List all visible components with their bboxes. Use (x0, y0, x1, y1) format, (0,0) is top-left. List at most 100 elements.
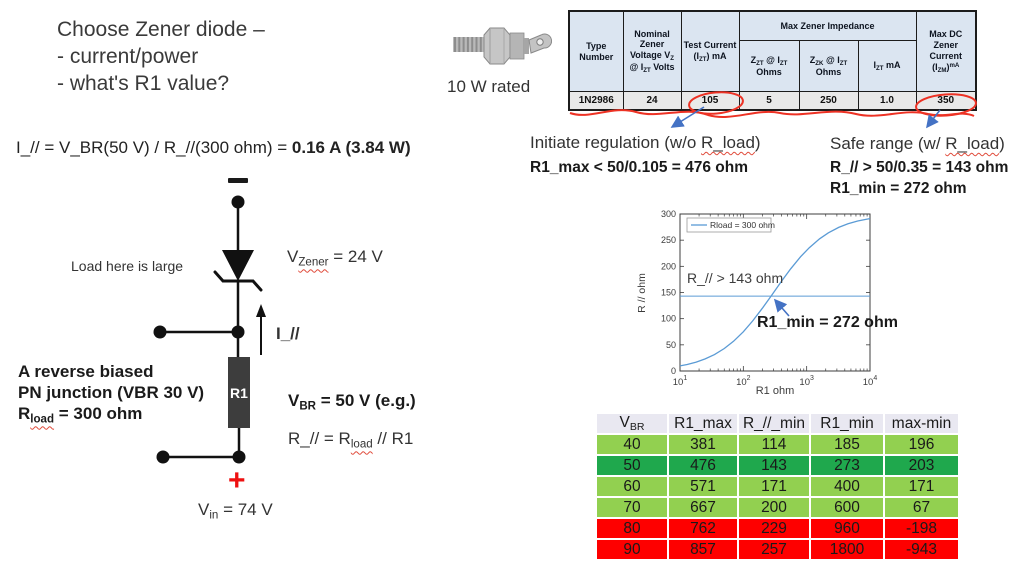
load-note: Load here is large (71, 258, 184, 274)
page-title: Choose Zener diode – (57, 18, 265, 41)
ds-cell-izt: 1.0 (857, 91, 917, 111)
chart-annotation-r1min: R1_min = 272 ohm (757, 314, 898, 331)
results-cell: 229 (739, 519, 809, 539)
results-header-cell: VBR (597, 414, 667, 434)
title-bullet-2: - what's R1 value? (57, 72, 230, 95)
ds-group-impedance: Max Zener Impedance (738, 10, 917, 41)
results-header-cell: R_//_min (739, 414, 809, 434)
circuit-schematic (153, 178, 266, 464)
results-cell: 80 (597, 519, 667, 539)
results-cell: 1800 (811, 540, 883, 560)
results-cell: 200 (739, 498, 809, 518)
diode-neck (524, 38, 529, 54)
current-arrow-head (256, 304, 266, 317)
diode-tab-hole (536, 38, 544, 46)
diode-hex-nut (483, 27, 511, 65)
ds-cell-zzk: 250 (798, 91, 859, 111)
results-cell: 60 (597, 477, 667, 497)
results-cell: 114 (739, 435, 809, 455)
ds-col-zzk: ZZK @ IZT Ohms (798, 40, 859, 92)
results-cell: 400 (811, 477, 883, 497)
ds-col-zzt: ZZT @ IZT Ohms (738, 40, 800, 92)
x-axis-label: R1 ohm (756, 385, 795, 397)
ds-col-izt: IZT mA (857, 40, 917, 92)
results-cell: 40 (597, 435, 667, 455)
legend-label: Rload = 300 ohm (710, 220, 775, 230)
annotation-r1max: R1_max < 50/0.105 = 476 ohm (530, 159, 749, 176)
zener-diode-photo (453, 27, 552, 65)
results-cell: 196 (885, 435, 958, 455)
minus-terminal (228, 178, 248, 183)
ds-cell-voltage: 24 (622, 91, 682, 111)
ds-col-izm: Max DC Zener Current (IZM)mA (915, 10, 977, 92)
x-tick-label: 103 (799, 375, 814, 388)
resistor-r1 (228, 357, 250, 428)
ds-col-voltage: Nominal Zener Voltage VZ @ IZT Volts (622, 10, 682, 92)
results-cell: 273 (811, 456, 883, 476)
results-cell: 143 (739, 456, 809, 476)
blue-arrow-safe (926, 109, 941, 129)
results-cell: -943 (885, 540, 958, 560)
y-tick-label: 150 (661, 288, 676, 298)
results-cell: 476 (669, 456, 737, 476)
results-cell: 381 (669, 435, 737, 455)
title-block: Choose Zener diode – - current/power - w… (57, 16, 265, 97)
results-cell: 960 (811, 519, 883, 539)
load-terminal-top (153, 325, 167, 339)
results-cell: 762 (669, 519, 737, 539)
reverse-bias-line1: A reverse biased (18, 362, 154, 381)
annotation-r1min: R1_min = 272 ohm (830, 180, 967, 197)
current-label: I_// (276, 324, 300, 343)
r1-value-label: R1 (230, 384, 248, 401)
ds-cell-test-current: 105 (680, 91, 740, 111)
title-bullet-1: - current/power (57, 45, 199, 68)
results-cell: 203 (885, 456, 958, 476)
ds-cell-izm: 350 (915, 91, 977, 111)
legend-box (686, 217, 772, 233)
results-cell: 667 (669, 498, 737, 518)
zener-diode-symbol (222, 250, 254, 281)
load-terminal-bottom (156, 450, 170, 464)
results-cell: 171 (885, 477, 958, 497)
results-cell: 70 (597, 498, 667, 518)
vbr-label: VBR = 50 V (e.g.) (288, 391, 416, 413)
y-tick-label: 100 (661, 314, 676, 324)
results-cell: -198 (885, 519, 958, 539)
annotation-safe-title: Safe range (w/ R_load) (830, 134, 1005, 153)
results-cell: 600 (811, 498, 883, 518)
diode-body (509, 32, 525, 60)
ds-col-test: Test Current (IZT) mA (680, 10, 740, 92)
plus-terminal: + (228, 464, 246, 497)
reverse-bias-line2: PN junction (VBR 30 V) (18, 383, 205, 402)
y-tick-label: 200 (661, 261, 676, 271)
y-axis-label: R // ohm (636, 273, 648, 313)
reverse-bias-line3: Rload = 300 ohm (18, 404, 143, 426)
reverse-bias-note: A reverse biased PN junction (VBR 30 V) … (18, 361, 204, 430)
y-tick-label: 250 (661, 235, 676, 245)
chart-axes-box (679, 213, 871, 372)
vin-label: Vin = 74 V (198, 500, 273, 522)
x-tick-label: 104 (863, 375, 878, 388)
results-cell: 571 (669, 477, 737, 497)
datasheet-table: Type Number Nominal Zener Voltage VZ @ I… (568, 10, 978, 111)
rpar-label: R_// = Rload // R1 (288, 429, 414, 451)
results-cell: 257 (739, 540, 809, 560)
results-header-cell: R1_min (811, 414, 883, 434)
results-cell: 67 (885, 498, 958, 518)
results-header-cell: max-min (885, 414, 958, 434)
results-cell: 171 (739, 477, 809, 497)
y-tick-label: 0 (671, 366, 676, 376)
vzener-label: VZener = 24 V (287, 247, 383, 269)
x-tick-label: 102 (736, 375, 751, 388)
annotation-initiate-title: Initiate regulation (w/o R_load) (530, 133, 761, 152)
ds-cell-zzt: 5 (738, 91, 800, 111)
chart-annotation-rpar: R_// > 143 ohm (687, 270, 784, 286)
ds-data-row: 1N2986 24 105 5 250 1.0 350 (568, 91, 977, 111)
